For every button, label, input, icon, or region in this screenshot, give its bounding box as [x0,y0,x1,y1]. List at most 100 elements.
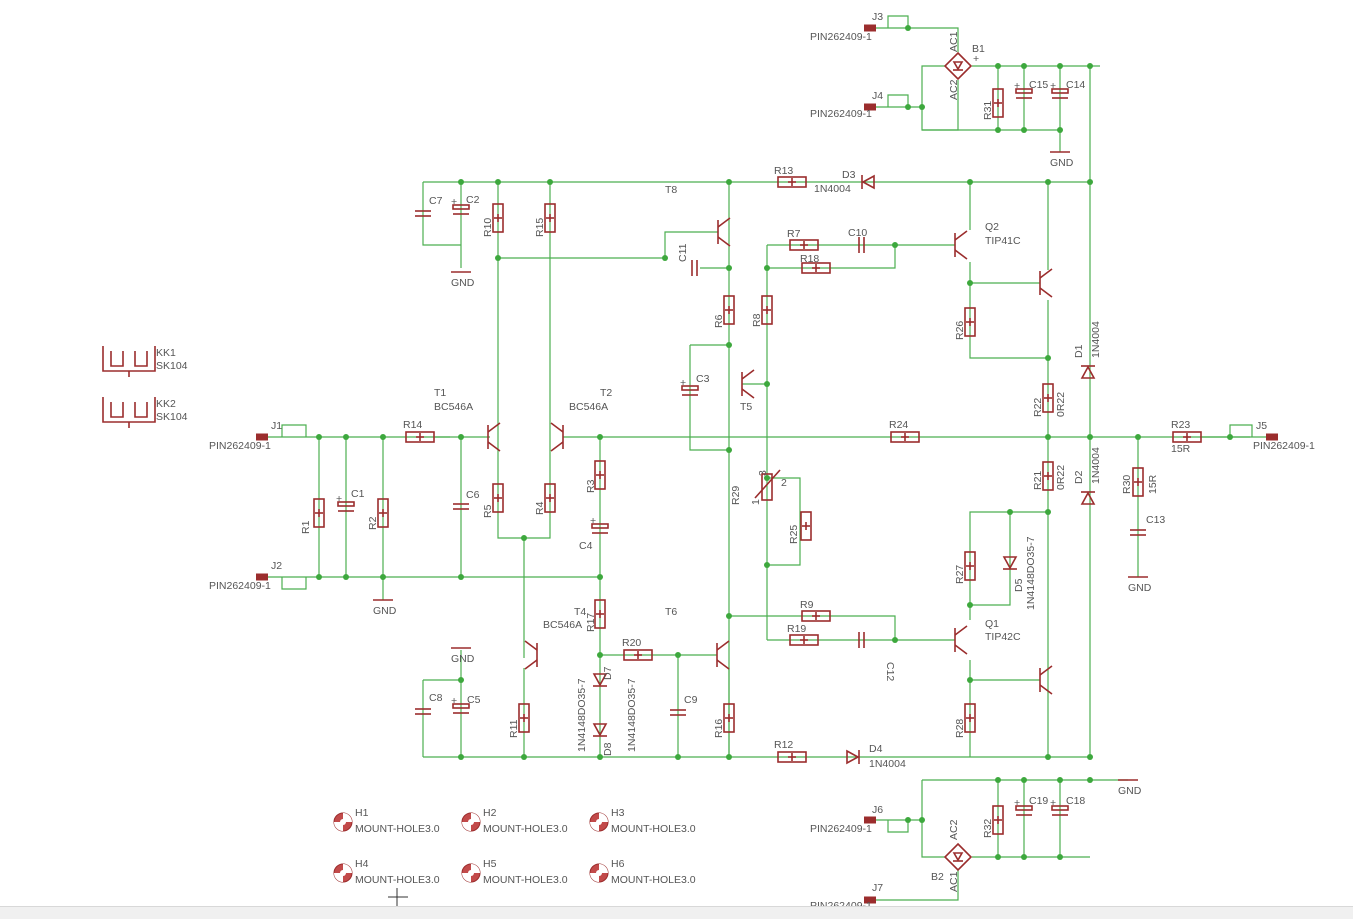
part-label: BC546A [543,619,582,631]
part-label: R21 [1032,471,1044,490]
capacitor-C3[interactable]: + [680,377,699,396]
resistor-R21[interactable] [1042,461,1054,491]
mount-hole-H6[interactable] [589,863,609,883]
resistor-body [777,751,807,763]
connector-pin[interactable] [864,24,876,32]
diode-D1[interactable] [1080,365,1096,379]
resistor-R8[interactable] [761,295,773,325]
mount-hole-H4[interactable] [333,863,353,883]
resistor-R17[interactable] [594,599,606,629]
wire [908,870,959,901]
transistor-T4[interactable] [524,640,538,670]
capacitor-C4[interactable]: + [590,515,609,534]
transistor-emitter [954,249,968,260]
resistor-R3[interactable] [594,460,606,490]
resistor-R19[interactable] [789,634,819,646]
part-label: R9 [800,599,814,611]
resistor-R11[interactable] [518,703,530,733]
capacitor-C1[interactable]: + [336,493,355,512]
capacitor-C7[interactable] [415,210,431,217]
capacitor-C5[interactable]: + [451,695,470,714]
resistor-R22[interactable] [1042,383,1054,413]
diode-D2[interactable] [1080,491,1096,505]
resistor-R15[interactable] [544,203,556,233]
diode-D4[interactable] [846,749,860,765]
resistor-R9[interactable] [801,610,831,622]
resistor-R16[interactable] [723,703,735,733]
capacitor-C13[interactable] [1130,529,1146,536]
junction-dot [1021,63,1027,69]
mount-hole-H3[interactable] [589,812,609,832]
junction-dot [1057,854,1063,860]
resistor-R31[interactable] [992,88,1004,118]
capacitor-C11[interactable] [691,260,698,276]
junction-dot [458,754,464,760]
mount-hole-H2[interactable] [461,812,481,832]
capacitor-C14[interactable]: + [1050,80,1069,99]
connector-pin[interactable] [864,896,876,904]
connector-pin[interactable] [256,433,268,441]
capacitor-C9[interactable] [670,709,686,716]
resistor-R24[interactable] [890,431,920,443]
resistor-R2[interactable] [377,498,389,528]
connector-pin[interactable] [864,816,876,824]
capacitor-C19[interactable]: + [1014,797,1033,816]
connector-pin[interactable] [864,103,876,111]
diode-D8[interactable] [592,723,608,737]
trimmer-R29[interactable] [754,469,781,501]
capacitor-C18[interactable]: + [1050,797,1069,816]
resistor-R18[interactable] [801,262,831,274]
capacitor-C8[interactable] [415,708,431,715]
resistor-R23[interactable] [1172,431,1202,443]
transistor-output-top[interactable] [1039,268,1053,298]
capacitor-C10[interactable] [858,237,865,253]
transistor-Q2[interactable] [954,230,968,260]
resistor-R27[interactable] [964,551,976,581]
bridge-B2[interactable] [943,842,973,872]
capacitor-C6[interactable] [453,503,469,510]
resistor-R6[interactable] [723,295,735,325]
capacitor-C2[interactable]: + [451,196,470,215]
transistor-output-bottom[interactable] [1039,665,1053,695]
junction-dot [726,342,732,348]
resistor-R28[interactable] [964,703,976,733]
resistor-R30[interactable] [1132,467,1144,497]
resistor-R25[interactable] [800,511,812,541]
capacitor-label-C11: C11 [677,243,689,262]
part-label: R8 [751,313,763,327]
resistor-R32[interactable] [992,805,1004,835]
mount-hole-H5[interactable] [461,863,481,883]
diode-D3[interactable] [861,174,875,190]
connector-pin[interactable] [1266,433,1278,441]
part-label: R6 [713,314,725,328]
resistor-R20[interactable] [623,649,653,661]
resistor-R7[interactable] [789,239,819,251]
diode-D7[interactable] [592,673,608,687]
bridge-B1[interactable] [943,51,973,81]
resistor-R10[interactable] [492,203,504,233]
capacitor-C12[interactable] [858,632,865,648]
resistor-R13[interactable] [777,176,807,188]
resistor-R12[interactable] [777,751,807,763]
junction-dot [547,179,553,185]
mount-hole-value: MOUNT-HOLE3.0 [611,874,696,886]
transistor-T1[interactable] [487,422,501,452]
capacitor-C15[interactable]: + [1014,80,1033,99]
polarity-mark: + [1014,80,1020,92]
mount-hole-H1[interactable] [333,812,353,832]
transistor-T8[interactable] [717,217,731,247]
resistor-R4[interactable] [544,483,556,513]
capacitor-plate [337,501,355,507]
transistor-T6[interactable] [716,640,730,670]
connector-pin[interactable] [256,573,268,581]
junction-dot [1007,509,1013,515]
resistor-R1[interactable] [313,498,325,528]
transistor-T2[interactable] [550,422,564,452]
resistor-R5[interactable] [492,483,504,513]
transistor-Q1[interactable] [954,625,968,655]
resistor-R14[interactable] [405,431,435,443]
resistor-R26[interactable] [964,307,976,337]
diode-D5[interactable] [1002,556,1018,570]
transistor-T5[interactable] [741,369,755,399]
